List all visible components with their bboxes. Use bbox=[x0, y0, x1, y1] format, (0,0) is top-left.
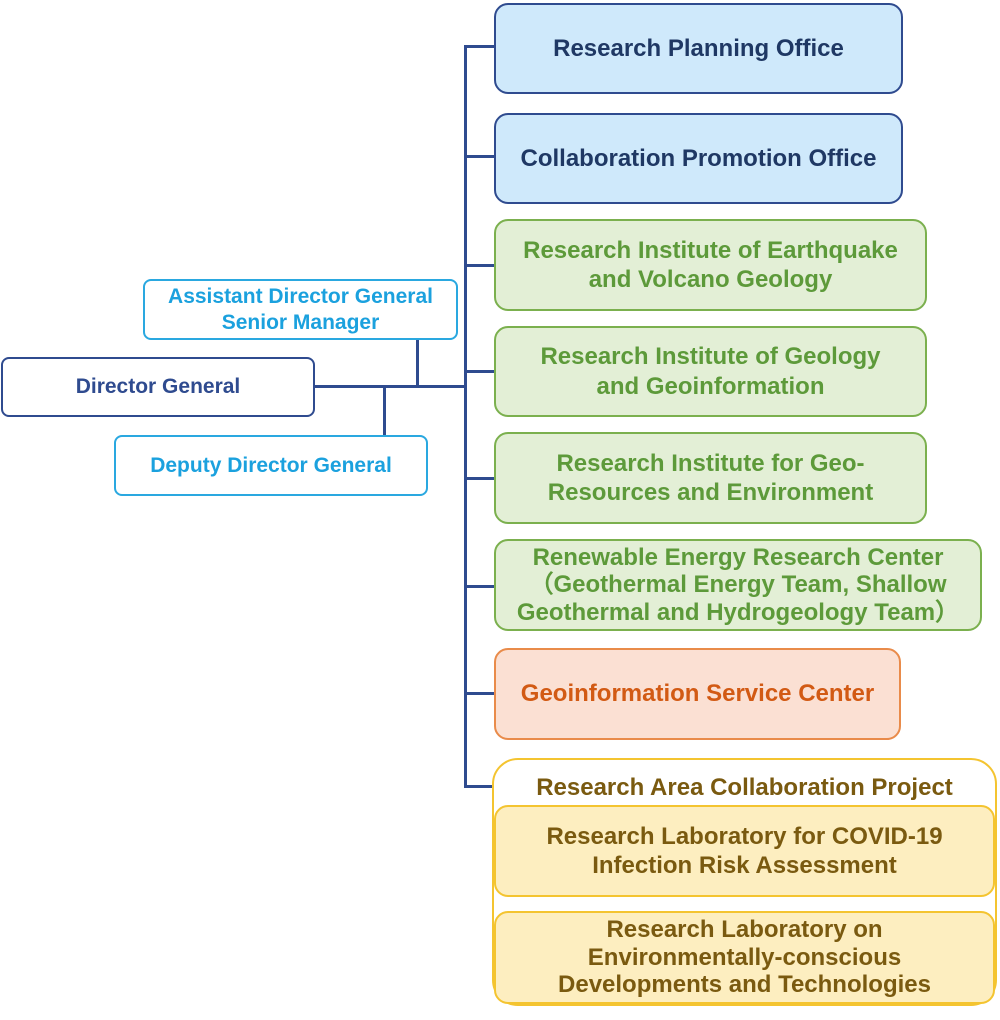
unit-line: Research Institute of Geology bbox=[540, 343, 881, 371]
unit-line: Collaboration Promotion Office bbox=[520, 144, 877, 172]
branch-geoinfo-service bbox=[464, 692, 496, 695]
georesources-environment-institute-box: Research Institute for Geo- Resources an… bbox=[494, 432, 927, 524]
research-planning-office-box: Research Planning Office bbox=[494, 3, 903, 94]
lab-line: Research Laboratory on bbox=[606, 915, 883, 943]
branch-research-planning bbox=[464, 45, 496, 48]
project-group-title: Research Area Collaboration Project bbox=[536, 774, 953, 801]
assistant-connector bbox=[416, 338, 419, 387]
deputy-director-general-box: Deputy Director General bbox=[114, 435, 428, 496]
geoinformation-service-center-box: Geoinformation Service Center bbox=[494, 648, 901, 740]
unit-line: Resources and Environment bbox=[547, 479, 874, 506]
assistant-director-general-label: Assistant Director General bbox=[168, 284, 433, 308]
collaboration-promotion-office-box: Collaboration Promotion Office bbox=[494, 113, 903, 204]
branch-earthquake-volcano bbox=[464, 264, 496, 267]
environmentally-conscious-lab-box: Research Laboratory on Environmentally-c… bbox=[494, 911, 995, 1004]
senior-manager-label: Senior Manager bbox=[221, 310, 380, 334]
unit-line: Geoinformation Service Center bbox=[520, 680, 875, 708]
lab-line: Infection Risk Assessment bbox=[592, 852, 897, 879]
lab-line: Environmentally-conscious bbox=[587, 943, 902, 971]
renewable-energy-research-center-box: Renewable Energy Research Center （Geothe… bbox=[494, 539, 982, 631]
unit-line: Research Institute of Earthquake bbox=[523, 236, 898, 264]
unit-line: and Volcano Geology bbox=[588, 266, 833, 293]
branch-georesources bbox=[464, 477, 496, 480]
unit-line: and Geoinformation bbox=[596, 372, 825, 400]
branch-collaboration-promotion bbox=[464, 155, 496, 158]
covid19-lab-box: Research Laboratory for COVID-19 Infecti… bbox=[494, 805, 995, 897]
branch-geology-geoinfo bbox=[464, 370, 496, 373]
unit-line: Research Institute for Geo- bbox=[556, 449, 865, 477]
main-trunk-line bbox=[464, 45, 467, 788]
director-general-label: Director General bbox=[75, 375, 241, 399]
director-to-trunk-line bbox=[314, 385, 466, 388]
unit-line: Research Planning Office bbox=[553, 34, 844, 62]
unit-line: Renewable Energy Research Center bbox=[532, 543, 944, 571]
lab-line: Developments and Technologies bbox=[558, 971, 931, 999]
unit-line: Geothermal and Hydrogeology Team） bbox=[516, 598, 960, 626]
branch-project-group bbox=[464, 785, 496, 788]
lab-line: Research Laboratory for COVID-19 bbox=[546, 822, 943, 850]
deputy-director-general-label: Deputy Director General bbox=[150, 453, 392, 477]
branch-renewable-energy bbox=[464, 585, 496, 588]
unit-line: （Geothermal Energy Team, Shallow bbox=[529, 571, 947, 599]
deputy-connector bbox=[383, 385, 386, 436]
geology-geoinformation-institute-box: Research Institute of Geology and Geoinf… bbox=[494, 326, 927, 417]
director-general-box: Director General bbox=[1, 357, 315, 417]
earthquake-volcano-institute-box: Research Institute of Earthquake and Vol… bbox=[494, 219, 927, 311]
assistant-director-general-box: Assistant Director General Senior Manage… bbox=[143, 279, 458, 340]
